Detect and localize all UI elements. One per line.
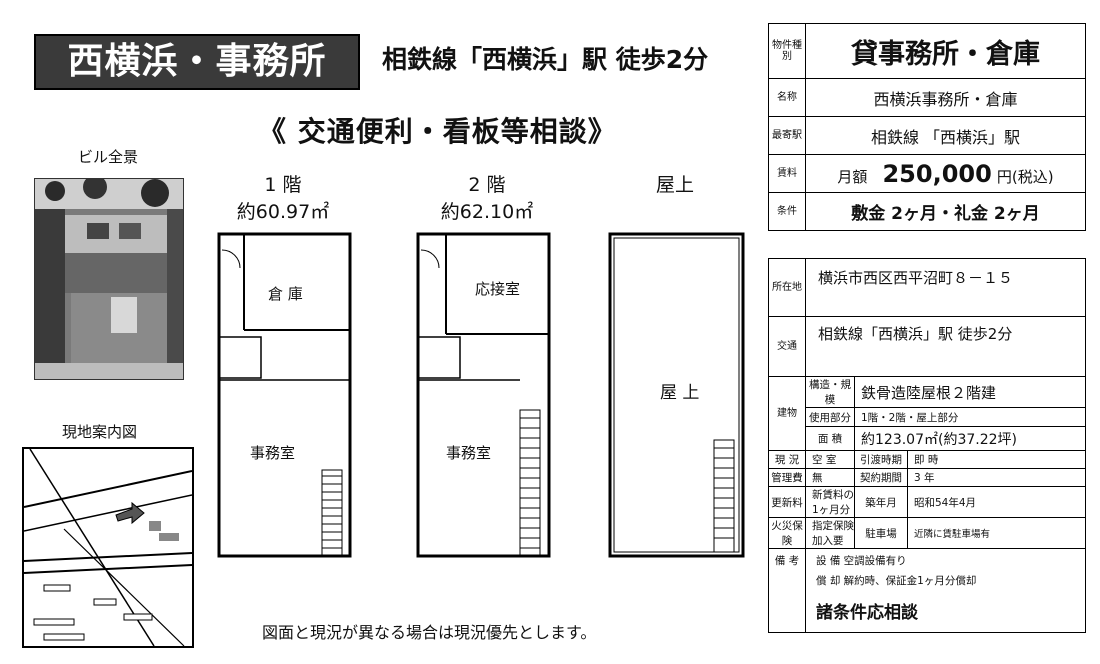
grid-value: 近隣に賃駐車場有: [907, 517, 1086, 549]
rent-label: 賃料: [768, 154, 806, 193]
rent-prefix: 月額: [837, 167, 868, 186]
area-label: 面 積: [805, 426, 855, 451]
total-area: 約123.07㎡(約37.22坪): [854, 426, 1086, 451]
grid-value: 即 時: [907, 450, 1086, 469]
roof-label: 屋上: [655, 174, 694, 196]
transit: 相鉄線「西横浜」駅 徒歩2分: [805, 316, 1086, 377]
floor1-office-label: 事務室: [250, 444, 296, 462]
grid-label: 更新料: [768, 486, 806, 518]
type-label: 物件種別: [772, 40, 802, 62]
grid-label: 契約期間: [854, 468, 908, 487]
name-label: 名称: [768, 78, 806, 117]
grid-value: 無: [805, 468, 855, 487]
terms-label: 条件: [768, 192, 806, 231]
floor2-area: 約62.10㎡: [440, 201, 534, 223]
grid-value: 昭和54年4月: [907, 486, 1086, 518]
remarks-label: 備 考: [768, 548, 806, 633]
remark-line: 諸条件応相談: [816, 603, 918, 623]
location-map: [22, 447, 194, 648]
building-label: 建物: [768, 376, 806, 451]
grid-label: 築年月: [854, 486, 908, 518]
floor1-area: 約60.97㎡: [236, 201, 330, 223]
floor2-reception-label: 応接室: [475, 280, 521, 298]
photo-caption: ビル全景: [78, 148, 139, 166]
rent-cell: 月額 250,000 円(税込): [805, 154, 1086, 193]
rent-amount: 250,000: [882, 159, 992, 188]
remarks: 設 備 空調設備有り 償 却 解約時、保証金1ヶ月分償却 諸条件応相談: [805, 548, 1086, 633]
grid-label: 火災保険: [768, 517, 806, 549]
grid-value: 3 年: [907, 468, 1086, 487]
disclaimer: 図面と現況が異なる場合は現況優先とします。: [262, 623, 597, 642]
floor1-storage-label: 倉 庫: [268, 285, 303, 303]
grid-label: 引渡時期: [854, 450, 908, 469]
usage: 1階・2階・屋上部分: [854, 407, 1086, 427]
location: 横浜市西区西平沼町８－１５: [805, 258, 1086, 317]
building-photo: [34, 178, 184, 380]
structure-label: 構造・規模: [805, 376, 855, 408]
roof-area-label: 屋 上: [660, 383, 700, 403]
grid-value: 指定保険加入要: [805, 517, 855, 549]
grid-label: 駐車場: [854, 517, 908, 549]
property-name: 西横浜事務所・倉庫: [805, 78, 1086, 117]
location-label: 所在地: [768, 258, 806, 317]
structure: 鉄骨造陸屋根２階建: [854, 376, 1086, 408]
usage-label: 使用部分: [805, 407, 855, 427]
terms: 敷金 2ヶ月・礼金 2ヶ月: [805, 192, 1086, 231]
slogan: 《 交通便利・看板等相談》: [258, 115, 617, 148]
grid-value: 新賃料の1ヶ月分: [805, 486, 855, 518]
details-table: 所在地 横浜市西区西平沼町８－１５ 交通 相鉄線「西横浜」駅 徒歩2分 建物 構…: [768, 258, 1086, 633]
station-label: 最寄駅: [768, 116, 806, 155]
nearest-station: 相鉄線 「西横浜」駅: [805, 116, 1086, 155]
grid-label: 現 況: [768, 450, 806, 469]
station-access: 相鉄線「西横浜」駅 徒歩2分: [382, 45, 709, 74]
type-label-cell: 物件種別: [768, 23, 806, 79]
floor2-office-label: 事務室: [446, 444, 492, 462]
grid-value: 空 室: [805, 450, 855, 469]
remark-line: 設 備 空調設備有り: [816, 555, 907, 567]
floor2-label: 2 階: [468, 174, 506, 196]
rent-suffix: 円(税込): [996, 167, 1054, 186]
summary-table: 物件種別 貸事務所・倉庫 名称 西横浜事務所・倉庫 最寄駅 相鉄線 「西横浜」駅…: [768, 23, 1086, 231]
remark-line: 償 却 解約時、保証金1ヶ月分償却: [816, 575, 977, 587]
property-title: 西横浜・事務所: [34, 34, 360, 90]
map-caption: 現地案内図: [62, 423, 138, 441]
grid-label: 管理費: [768, 468, 806, 487]
transit-label: 交通: [768, 316, 806, 377]
floor1-label: 1 階: [264, 174, 302, 196]
property-type: 貸事務所・倉庫: [805, 23, 1086, 79]
